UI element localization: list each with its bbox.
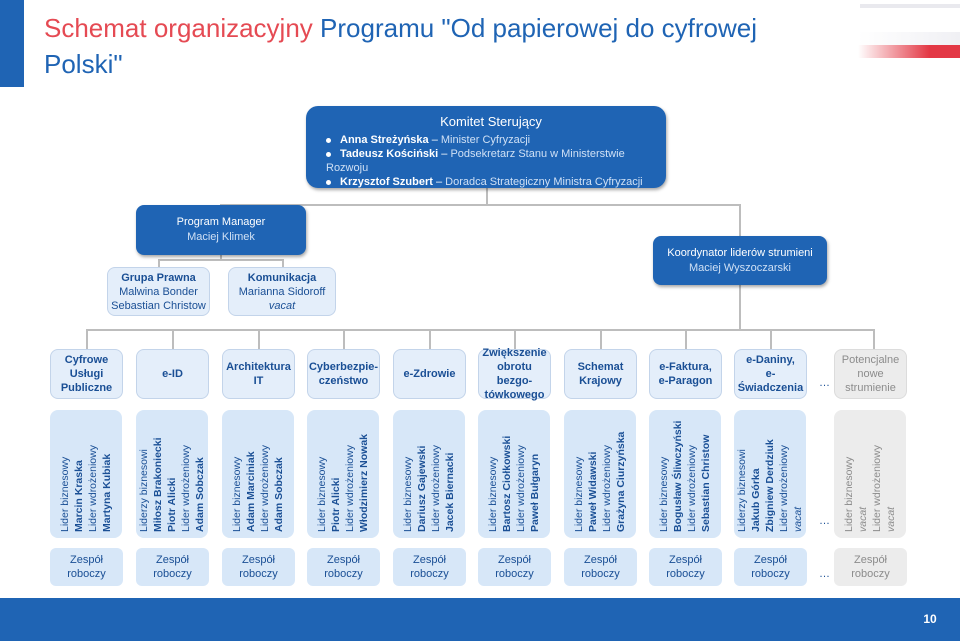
- communication-box: Komunikacja Marianna Sidoroff vacat: [228, 267, 336, 316]
- page-title: Schemat organizacyjny Programu "Od papie…: [44, 13, 758, 43]
- stream-header: e-Faktura,e-Paragon: [649, 349, 722, 399]
- connector: [739, 285, 741, 329]
- stream-header: e-Daniny,e-Świadczenia: [734, 349, 807, 399]
- connector: [86, 329, 88, 349]
- connector: [343, 329, 345, 349]
- program-manager-box: Program Manager Maciej Klimek: [136, 205, 306, 255]
- stream-header: e-ID: [136, 349, 209, 399]
- connector: [220, 255, 222, 259]
- bullet-icon: [326, 179, 331, 185]
- connector: [282, 259, 284, 267]
- ellipsis: …: [819, 377, 830, 389]
- polish-flag-icon: [858, 32, 960, 58]
- title-accent-bar: [0, 0, 24, 87]
- connector: [158, 259, 160, 267]
- committee-member: Anna Streżyńska – Minister Cyfryzacji: [326, 133, 656, 147]
- connector: [172, 329, 174, 349]
- bullet-icon: [326, 151, 331, 157]
- decorative-line: [860, 4, 960, 8]
- connector: [600, 329, 602, 349]
- stream-header: e-Zdrowie: [393, 349, 466, 399]
- stream-header: Cyberbezpie-czeństwo: [307, 349, 380, 399]
- ellipsis: …: [819, 568, 830, 580]
- page-title-line-2: Polski": [44, 49, 123, 79]
- committee-member: Krzysztof Szubert – Doradca Strategiczny…: [326, 175, 656, 189]
- steering-committee-box: Komitet Sterujący Anna Streżyńska – Mini…: [306, 106, 666, 188]
- connector: [739, 204, 741, 236]
- connector: [258, 329, 260, 349]
- connector: [873, 329, 875, 349]
- stream-coordinator-box: Koordynator liderów strumieni Maciej Wys…: [653, 236, 827, 285]
- footer-bar: [0, 598, 960, 641]
- connector: [86, 329, 874, 331]
- ellipsis: …: [819, 515, 830, 527]
- connector: [486, 188, 488, 204]
- connector: [685, 329, 687, 349]
- connector: [158, 259, 282, 261]
- legal-group-box: Grupa Prawna Malwina Bonder Sebastian Ch…: [107, 267, 210, 316]
- connector: [770, 329, 772, 349]
- connector: [514, 329, 516, 349]
- bullet-icon: [326, 137, 331, 143]
- steering-committee-heading: Komitet Sterujący: [440, 114, 542, 129]
- committee-member: Tadeusz Kościński – Podsekretarz Stanu w…: [326, 148, 625, 174]
- program-manager-name: Maciej Klimek: [187, 231, 255, 243]
- page-number: 10: [923, 612, 937, 626]
- program-manager-title: Program Manager: [176, 216, 266, 228]
- connector: [429, 329, 431, 349]
- connector: [220, 204, 740, 206]
